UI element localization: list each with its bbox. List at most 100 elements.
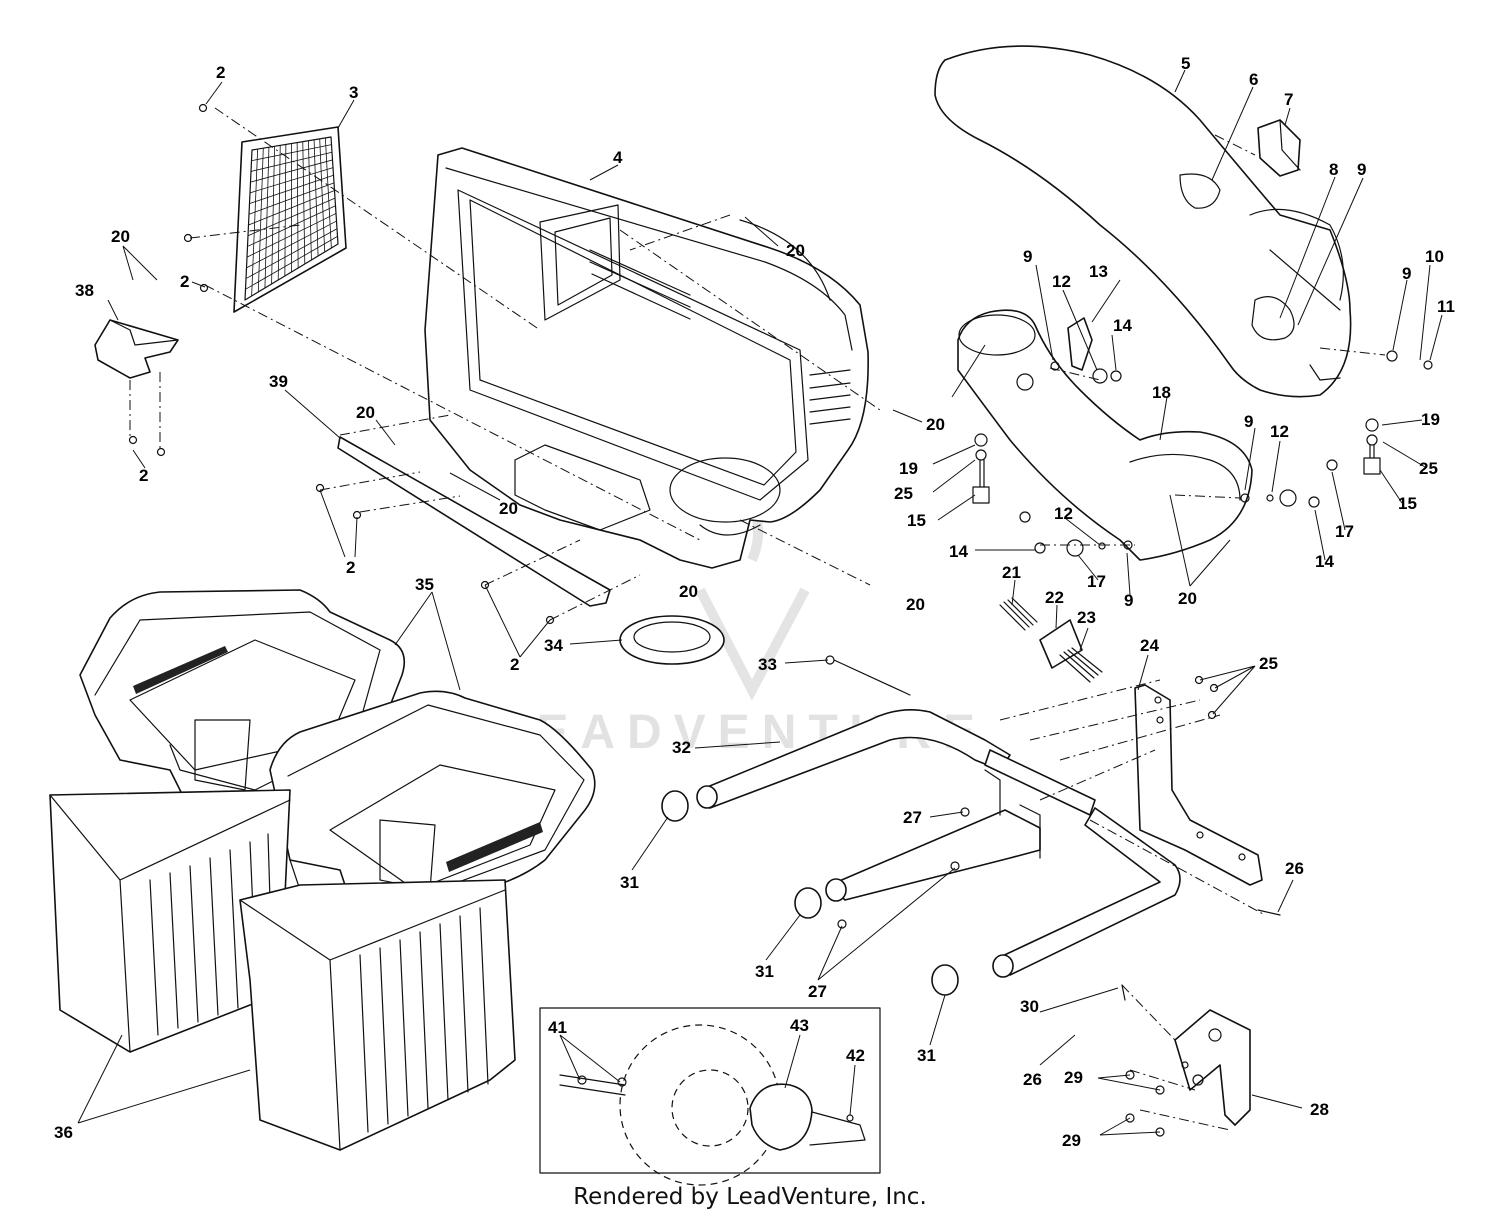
callout-27: 27 [808, 982, 827, 1001]
callout-21: 21 [1002, 563, 1021, 582]
callout-27: 27 [903, 808, 922, 827]
callout-17: 17 [1087, 572, 1106, 591]
footer-credit: Rendered by LeadVenture, Inc. [573, 1184, 927, 1210]
hardware [128, 103, 1433, 1137]
grille-mesh-line [245, 228, 338, 279]
callout-7: 7 [1284, 90, 1293, 109]
callout-19: 19 [899, 459, 918, 478]
callout-14: 14 [1315, 552, 1334, 571]
callout-11: 11 [1437, 297, 1455, 316]
callout-12: 12 [1054, 504, 1073, 523]
bag-bin-left [49, 789, 291, 1053]
callout-13: 13 [1089, 262, 1108, 281]
assembly-lines [129, 107, 1386, 1131]
callout-9: 9 [1402, 264, 1411, 283]
callout-labels: 2 3 4 5 6 7 8 9 20 20 2 38 2 9 12 13 14 … [54, 54, 1455, 1150]
inset-detail [539, 1007, 881, 1186]
chute-adapter [957, 309, 1253, 561]
grille-mesh-line [302, 141, 306, 265]
callout-20: 20 [926, 415, 945, 434]
callout-29: 29 [1062, 1131, 1081, 1150]
latch [1257, 119, 1301, 177]
callout-20: 20 [356, 403, 375, 422]
grille-mesh-line [246, 213, 337, 258]
callout-38: 38 [75, 281, 94, 300]
callout-43: 43 [790, 1016, 809, 1035]
callout-9: 9 [1023, 247, 1032, 266]
hitch-bracket [1174, 1009, 1251, 1126]
callout-14: 14 [1113, 316, 1132, 335]
callout-4: 4 [613, 148, 623, 167]
bagger-housing [424, 147, 869, 569]
chute-tube [934, 45, 1352, 398]
callout-20: 20 [111, 227, 130, 246]
callout-25: 25 [1259, 654, 1278, 673]
callout-41: 41 [548, 1018, 567, 1037]
callout-39: 39 [269, 372, 288, 391]
callout-28: 28 [1310, 1100, 1329, 1119]
callout-20: 20 [786, 241, 805, 260]
handle-frame [696, 709, 1181, 978]
deflector-strip [337, 436, 611, 607]
grille-mesh-line [246, 220, 337, 269]
bag-bin-right [239, 879, 516, 1151]
callout-26: 26 [1285, 859, 1304, 878]
grille-mesh-line [247, 197, 336, 237]
callout-31: 31 [620, 873, 639, 892]
grille-mesh-line [324, 137, 332, 249]
callout-6: 6 [1249, 70, 1258, 89]
callout-23: 23 [1077, 608, 1096, 627]
callout-31: 31 [755, 962, 774, 981]
callout-14: 14 [949, 542, 968, 561]
callout-31: 31 [917, 1046, 936, 1065]
callout-9: 9 [1357, 160, 1366, 179]
callout-9: 9 [1124, 591, 1133, 610]
callout-5: 5 [1181, 54, 1190, 73]
callout-30: 30 [1020, 997, 1039, 1016]
callout-17: 17 [1335, 522, 1354, 541]
leader-lines [77, 69, 1443, 1136]
grille-screen [233, 126, 347, 313]
callout-15: 15 [907, 511, 926, 530]
end-caps [661, 790, 959, 996]
bracket-plate [94, 319, 179, 379]
callout-22: 22 [1045, 588, 1064, 607]
callout-20: 20 [499, 499, 518, 518]
callout-9: 9 [1244, 412, 1253, 431]
callout-12: 12 [1052, 272, 1071, 291]
callout-20: 20 [906, 595, 925, 614]
callout-10: 10 [1425, 247, 1444, 266]
callout-25: 25 [1419, 459, 1438, 478]
grille-mesh-line [248, 190, 335, 226]
callout-2: 2 [180, 272, 189, 291]
callout-32: 32 [672, 738, 691, 757]
callout-20: 20 [1178, 589, 1197, 608]
callout-29: 29 [1064, 1068, 1083, 1087]
callout-24: 24 [1140, 636, 1159, 655]
callout-26: 26 [1023, 1070, 1042, 1089]
callout-8: 8 [1329, 160, 1338, 179]
callout-19: 19 [1421, 410, 1440, 429]
callout-15: 15 [1398, 494, 1417, 513]
springs [999, 597, 1103, 683]
callout-20: 20 [679, 582, 698, 601]
callout-2: 2 [216, 63, 225, 82]
callout-2: 2 [510, 655, 519, 674]
callout-25: 25 [894, 484, 913, 503]
mounting-bracket [1134, 684, 1263, 886]
callout-3: 3 [349, 83, 358, 102]
callout-12: 12 [1270, 422, 1289, 441]
callout-2: 2 [346, 558, 355, 577]
grille-mesh-line [308, 140, 312, 261]
callout-33: 33 [758, 655, 777, 674]
grille-mesh-line [296, 142, 299, 269]
callout-2: 2 [139, 466, 148, 485]
grille-mesh-line [313, 139, 319, 257]
lever [1067, 317, 1093, 371]
grille-mesh-line [245, 236, 338, 290]
grille-mesh-line [319, 138, 326, 253]
ring [619, 615, 725, 665]
callout-36: 36 [54, 1123, 73, 1142]
callout-35: 35 [415, 575, 434, 594]
